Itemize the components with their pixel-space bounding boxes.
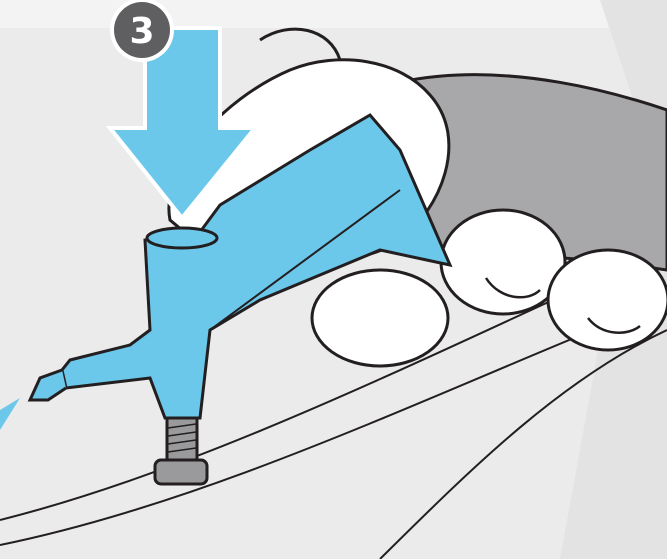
- screw-head: [155, 460, 207, 484]
- glove-finger-1: [312, 270, 448, 366]
- glove-finger-3: [548, 250, 667, 350]
- step-number: 3: [129, 11, 154, 52]
- tool-top-cap: [147, 228, 217, 248]
- glove-finger-2: [441, 210, 565, 314]
- top-band: [0, 0, 610, 28]
